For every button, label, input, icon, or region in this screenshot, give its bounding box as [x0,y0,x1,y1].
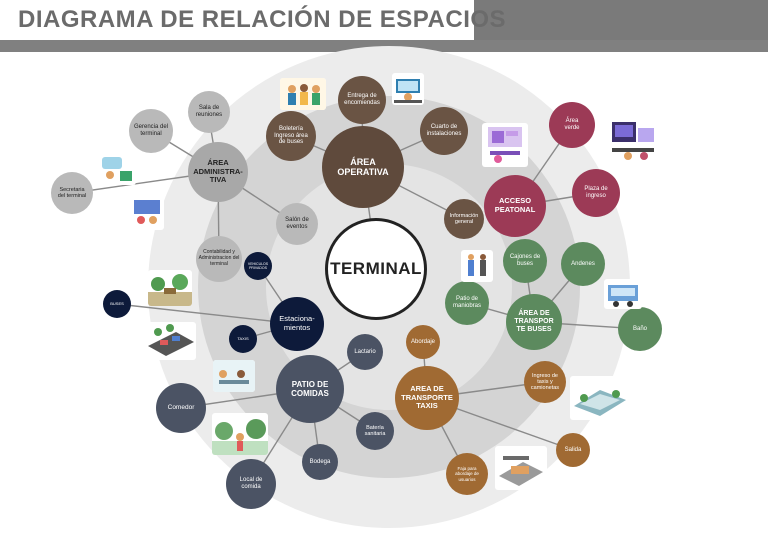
comidas-item-lactario: Lactario [347,334,383,370]
comidas-item-bodega: Bodega [302,444,338,480]
comidas-hub: PATIO DE COMIDAS [276,355,344,423]
workstation-illustration [482,123,528,167]
estacionamientos-item-buses: BUSES [103,290,131,318]
building-illustration [570,376,630,420]
operativa-item-entrega: Entrega de encomiendas [338,76,386,124]
meeting-illustration [130,196,164,230]
desk-illustration [392,73,424,105]
buses-label: ÁREA DE TRANSPOR TE BUSES [514,309,554,334]
estacionamientos-hub: Estaciona-mientos [270,297,324,351]
outdoor-illustration [212,413,268,455]
administrativa-item-contabilidad: Contabilidad y Administracion del termin… [196,236,242,282]
office-illustration [608,118,658,164]
administrativa-item-sala: Sala de reuniones [188,91,230,133]
comidas-label: PATIO DE COMIDAS [291,379,329,398]
buses-item-andenes: Andenes [561,242,605,286]
buses-item-patio: Patio de maniobras [445,281,489,325]
peatonal-item-area-verde: Área verde [549,102,595,148]
operativa-item-informacion: Información general [444,199,484,239]
buses-item-cajones: Cajones de buses [503,239,547,283]
administrativa-label: ÁREA ADMINISTRA-TIVA [193,158,243,185]
peatonal-hub: ACCESO PEATONAL [484,175,546,237]
station-illustration [495,446,547,490]
administrativa-item-secretaria: Secretaria del terminal [51,172,93,214]
comidas-item-comedor: Comedor [156,383,206,433]
taxis-item-faja: Faja para abordaje de usuarios [446,453,488,495]
administrativa-item-salon: Salón de eventos [276,203,318,245]
estacionamientos-item-taxis: TAXIS [229,325,257,353]
peatonal-label: ACCESO PEATONAL [494,196,536,214]
comidas-item-local: Local de comida [226,459,276,509]
operativa-item-boleteria: Boletería Ingreso área de buses [266,111,316,161]
buses-hub: ÁREA DE TRANSPOR TE BUSES [506,294,562,350]
comidas-item-bateria: Batería sanitaria [356,412,394,450]
operativa-item-cuarto: Cuarto de instalaciones [420,107,468,155]
taxis-item-salida: Salida [556,433,590,467]
administrativa-hub: ÁREA ADMINISTRA-TIVA [188,142,248,202]
buses-item-bano: Baño [618,307,662,351]
peatonal-item-plaza: Plaza de ingreso [572,169,620,217]
title-box [0,0,474,40]
taxis-label: AREA DE TRANSPORTE TAXIS [401,384,453,411]
terminal-center: TERMINAL [325,218,427,320]
chat-illustration [100,153,136,185]
page-title: DIAGRAMA DE RELACIÓN DE ESPACIOS [18,6,507,33]
people-standing-illustration [461,250,493,282]
taxis-hub: AREA DE TRANSPORTE TAXIS [395,366,459,430]
taxis-item-abordaje: Abordaje [406,325,440,359]
estacionamientos-item-vehiculos: VEHICULOS PRIVADOS [244,252,272,280]
estacionamientos-label: Estaciona-mientos [279,314,315,332]
administrativa-item-gerencia: Gerencia del terminal [129,109,173,153]
terminal-label: TERMINAL [330,259,422,279]
bus-stop-illustration [604,279,642,309]
park-illustration [148,270,192,306]
taxis-item-ingreso: Ingreso de taxis y camionetas [524,361,566,403]
operativa-hub: ÁREA OPERATIVA [322,126,404,208]
dining-illustration [213,360,255,392]
people-illustration [280,78,326,110]
operativa-label: ÁREA OPERATIVA [337,156,389,177]
parking-illustration [146,322,196,360]
